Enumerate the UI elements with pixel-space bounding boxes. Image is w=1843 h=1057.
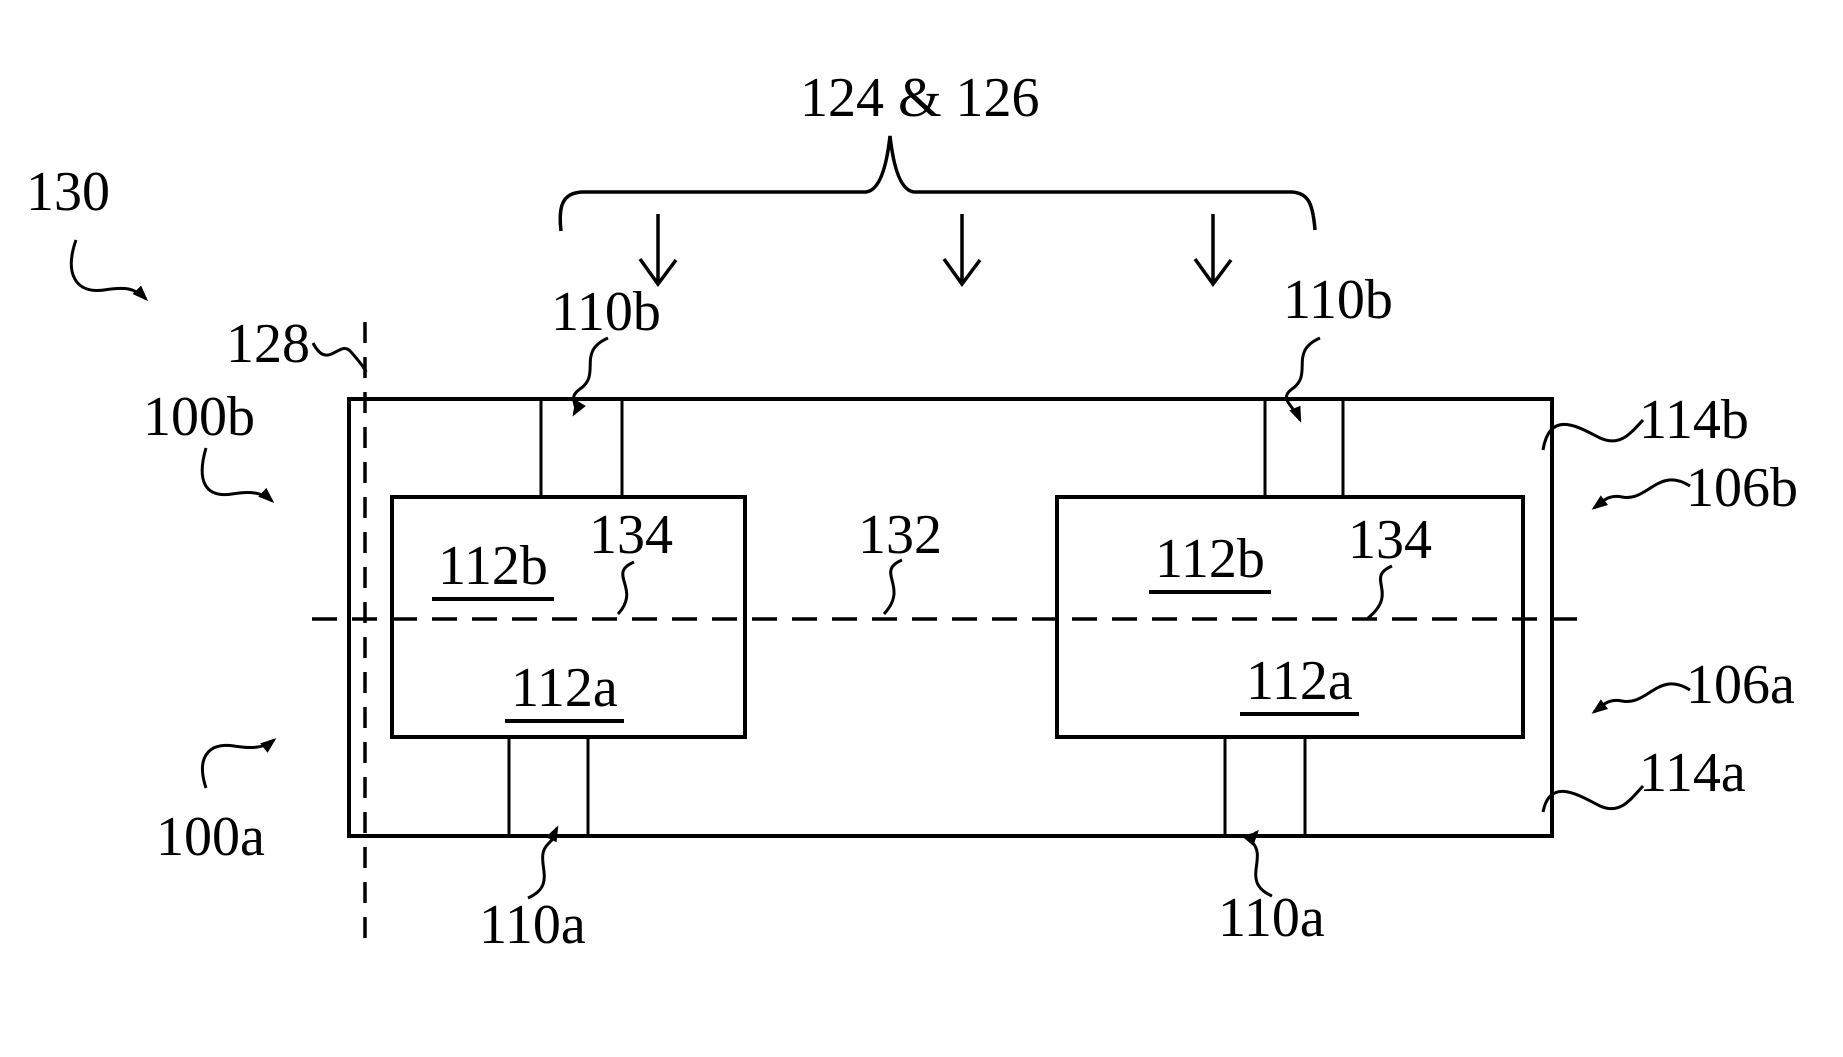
leader-100b <box>200 447 275 504</box>
leader-130 <box>69 239 149 302</box>
label-114a: 114a <box>1639 742 1746 804</box>
label-110b-right: 110b <box>1283 269 1393 331</box>
leader-110b-left <box>572 336 609 417</box>
via-top-right <box>1263 401 1345 495</box>
leader-134-right <box>1367 564 1393 620</box>
label-132: 132 <box>858 504 942 566</box>
label-106a: 106a <box>1686 654 1795 716</box>
label-112b-left: 112b <box>432 538 554 601</box>
leader-110b-right <box>1285 336 1321 423</box>
via-top-left <box>539 401 624 495</box>
label-114b: 114b <box>1639 389 1749 451</box>
leader-106b <box>1591 478 1691 510</box>
left-inner-rect <box>390 495 747 739</box>
label-134-left: 134 <box>589 504 673 566</box>
leader-132 <box>882 558 903 616</box>
label-110a-right: 110a <box>1218 887 1325 949</box>
label-124-126: 124 & 126 <box>800 67 1040 129</box>
label-112b-right: 112b <box>1149 531 1271 594</box>
leader-lines <box>69 239 1691 900</box>
via-bottom-left <box>507 739 590 834</box>
leader-128 <box>311 342 368 373</box>
leader-110a-left <box>527 825 559 900</box>
label-100a: 100a <box>156 806 265 868</box>
label-112a-right: 112a <box>1240 653 1359 716</box>
leader-100a <box>201 738 277 789</box>
label-130: 130 <box>26 161 110 223</box>
leader-134-left <box>616 560 635 616</box>
label-110a-left: 110a <box>479 894 586 956</box>
leader-114a <box>1541 784 1645 813</box>
down-arrows <box>638 214 1233 287</box>
label-128: 128 <box>226 313 310 375</box>
via-bottom-right <box>1223 739 1307 834</box>
leader-106a <box>1591 682 1691 714</box>
brace-124-126 <box>558 135 1317 232</box>
leader-110a-right <box>1244 829 1273 898</box>
label-112a-left: 112a <box>505 660 624 723</box>
label-110b-left: 110b <box>551 281 661 343</box>
label-134-right: 134 <box>1348 509 1432 571</box>
label-106b: 106b <box>1686 457 1798 519</box>
right-inner-rect <box>1055 495 1525 739</box>
label-100b: 100b <box>143 386 255 448</box>
leader-114b <box>1541 418 1645 451</box>
